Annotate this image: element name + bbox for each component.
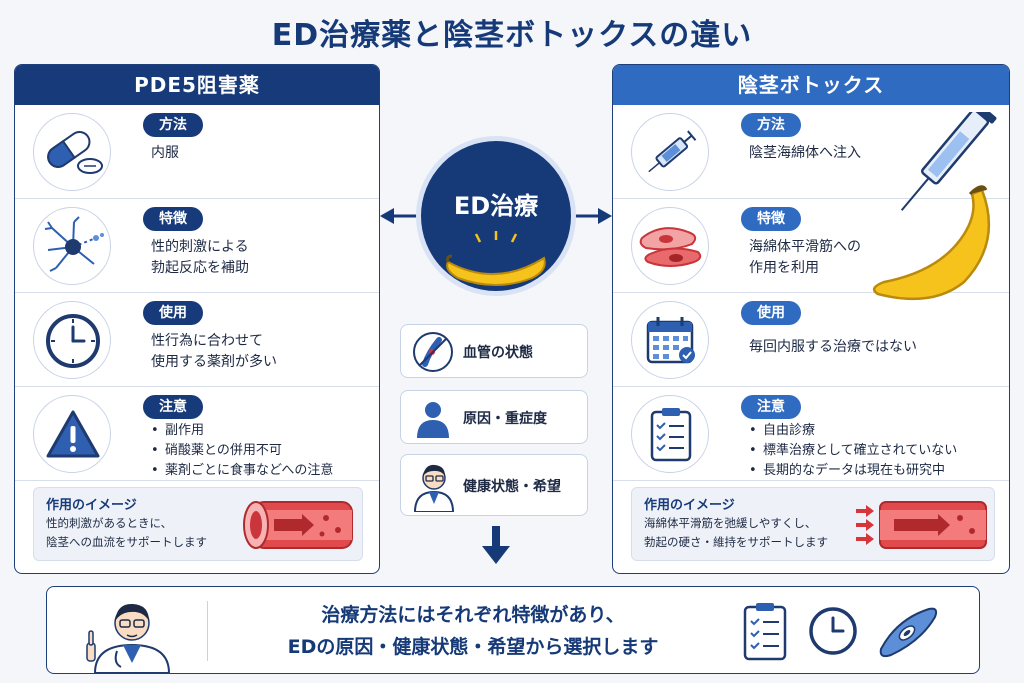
action-image-title: 作用のイメージ — [644, 498, 735, 513]
clipboard-icon — [743, 603, 787, 661]
feature-line: 海綿体平滑筋への — [749, 239, 861, 255]
clock-icon — [809, 607, 857, 655]
action-image-line: 勃起の硬さ・維持をサポートします — [644, 535, 828, 549]
usage-text: 毎回内服する治療ではない — [749, 339, 917, 355]
clipboard-icon — [631, 395, 709, 473]
summary-line: 治療方法にはそれぞれ特徴があり、 — [321, 604, 625, 626]
blood-vessel-icon — [413, 332, 453, 372]
factor-cause-severity: 原因・重症度 — [400, 390, 588, 444]
calendar-icon — [631, 301, 709, 379]
action-image-line: 陰茎への血流をサポートします — [46, 535, 207, 549]
ed-treatment-label: ED治療 — [453, 192, 539, 220]
botox-panel: 陰茎ボトックス 方法 陰茎海綿体へ注入 — [612, 64, 1010, 574]
doctor-icon — [86, 603, 171, 673]
action-image-line: 海綿体平滑筋を弛緩しやすくし、 — [644, 516, 817, 530]
feature-badge: 特徴 — [143, 207, 203, 231]
caution-list: 副作用 硝酸薬との併用不可 薬剤ごとに食事などへの注意 — [151, 421, 333, 481]
caution-item: 硝酸薬との併用不可 — [151, 441, 333, 461]
factor-blood-vessel: 血管の状態 — [400, 324, 588, 378]
method-row: 方法 内服 — [15, 105, 379, 199]
person-icon — [417, 402, 449, 438]
neuron-icon — [33, 207, 111, 285]
usage-badge: 使用 — [143, 301, 203, 325]
feature-line: 勃起反応を補助 — [151, 260, 249, 276]
caution-badge: 注意 — [741, 395, 801, 419]
clock-icon — [33, 301, 111, 379]
factor-label: 血管の状態 — [463, 345, 533, 361]
caution-list: 自由診療 標準治療として確立されていない 長期的なデータは現在も研究中 — [749, 421, 957, 481]
method-badge: 方法 — [741, 113, 801, 137]
smooth-muscle-icon — [879, 607, 938, 658]
feature-text: 海綿体平滑筋への 作用を利用 — [749, 237, 861, 279]
pde5-panel: PDE5阻害薬 方法 内服 — [14, 64, 380, 574]
caution-row: 注意 副作用 硝酸薬との併用不可 薬剤ごとに食事などへの注意 — [15, 387, 379, 481]
feature-text: 性的刺激による 勃起反応を補助 — [151, 237, 249, 279]
method-badge: 方法 — [143, 113, 203, 137]
pill-icon — [33, 113, 111, 191]
usage-text: 性行為に合わせて 使用する薬剤が多い — [151, 331, 277, 373]
caution-item: 自由診療 — [749, 421, 957, 441]
usage-row: 使用 性行為に合わせて 使用する薬剤が多い — [15, 293, 379, 387]
panel-header: 陰茎ボトックス — [613, 65, 1009, 105]
caution-item: 副作用 — [151, 421, 333, 441]
blood-vessel-flow-icon — [856, 501, 987, 549]
feature-line: 作用を利用 — [749, 260, 819, 276]
panel-header: PDE5阻害薬 — [15, 65, 379, 105]
usage-badge: 使用 — [741, 301, 801, 325]
summary-divider — [207, 601, 208, 661]
method-text: 陰茎海綿体へ注入 — [749, 145, 861, 161]
action-image-title: 作用のイメージ — [46, 498, 137, 513]
smooth-muscle-icon — [631, 207, 709, 285]
summary-line: EDの原因・健康状態・希望から選択します — [287, 636, 659, 658]
factor-label: 原因・重症度 — [463, 411, 547, 427]
bidirectional-arrow — [380, 208, 612, 224]
feature-badge: 特徴 — [741, 207, 801, 231]
syringe-banana-illustration — [872, 112, 997, 301]
action-image-box: 作用のイメージ 性的刺激があるときに、 陰茎への血流をサポートします — [33, 487, 363, 561]
caution-item: 薬剤ごとに食事などへの注意 — [151, 461, 333, 481]
method-text: 内服 — [151, 145, 179, 161]
usage-line: 使用する薬剤が多い — [151, 354, 277, 370]
summary-text: 治療方法にはそれぞれ特徴があり、 EDの原因・健康状態・希望から選択します — [225, 599, 721, 663]
caution-badge: 注意 — [143, 395, 203, 419]
syringe-icon — [631, 113, 709, 191]
factor-health-preference: 健康状態・希望 — [400, 454, 588, 516]
doctor-icon — [413, 464, 455, 512]
summary-box: 治療方法にはそれぞれ特徴があり、 EDの原因・健康状態・希望から選択します — [46, 586, 980, 674]
factor-label: 健康状態・希望 — [463, 479, 561, 495]
warning-icon — [33, 395, 111, 473]
method-row: 方法 陰茎海綿体へ注入 — [613, 105, 1009, 199]
action-image-box: 作用のイメージ 海綿体平滑筋を弛緩しやすくし、 勃起の硬さ・維持をサポートします — [631, 487, 995, 561]
feature-row: 特徴 性的刺激による 勃起反応を補助 — [15, 199, 379, 293]
banana-icon — [446, 231, 546, 286]
usage-row: 使用 毎回内服する治療ではない — [613, 293, 1009, 387]
action-image-text: 海綿体平滑筋を弛緩しやすくし、 勃起の硬さ・維持をサポートします — [644, 514, 828, 552]
action-image-text: 性的刺激があるときに、 陰茎への血流をサポートします — [46, 514, 207, 552]
page-title: ED治療薬と陰茎ボトックスの違い — [271, 18, 753, 53]
feature-line: 性的刺激による — [151, 239, 249, 255]
feature-row: 特徴 海綿体平滑筋への 作用を利用 — [613, 199, 1009, 293]
caution-item: 長期的なデータは現在も研究中 — [749, 461, 957, 481]
down-arrow — [482, 526, 510, 564]
ed-treatment-circle — [416, 136, 576, 296]
caution-row: 注意 自由診療 標準治療として確立されていない 長期的なデータは現在も研究中 — [613, 387, 1009, 481]
blood-vessel-flow-icon — [243, 501, 353, 549]
action-image-line: 性的刺激があるときに、 — [46, 516, 173, 530]
usage-line: 性行為に合わせて — [151, 333, 263, 349]
caution-item: 標準治療として確立されていない — [749, 441, 957, 461]
